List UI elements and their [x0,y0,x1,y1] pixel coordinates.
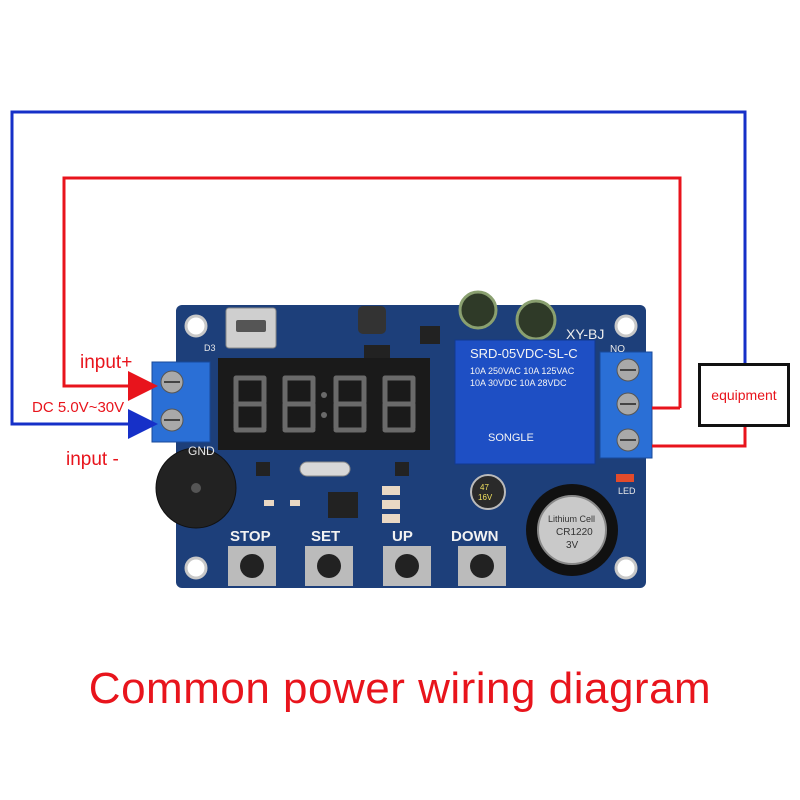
battery-model: CR1220 [556,527,593,538]
button-label-up: UP [392,528,413,545]
crystal [299,461,351,477]
capacitor-value: 47 [480,483,489,492]
relay [454,339,596,465]
battery-voltage: 3V [566,540,579,551]
no-label: NO [610,344,625,355]
relay-brand: SONGLE [488,432,534,444]
mount-hole [614,314,638,338]
wire-negative [10,110,747,439]
capacitor-left [458,290,498,330]
equipment-box: equipment [698,363,790,427]
ic-chip [328,492,358,518]
wire-positive [62,176,682,408]
diagram-title: Common power wiring diagram [88,664,712,713]
battery-type: Lithium Cell [548,514,596,524]
button-label-down: DOWN [451,528,499,545]
relay-rating-2: 10A 30VDC 10A 28VDC [470,378,567,388]
capacitor-voltage: 16V [478,493,493,502]
input-plus-label: input+ [80,352,133,373]
input-terminal-block [151,361,211,443]
button-label-set: SET [311,528,341,545]
display-digits [233,375,416,433]
inductor [358,306,386,334]
mount-hole [614,556,638,580]
button-label-stop: STOP [230,528,271,545]
capacitor-right [515,299,557,341]
coin-battery [537,495,607,565]
board-model: XY-BJ [566,326,605,342]
push-button-up[interactable] [383,546,431,586]
led-label: LED [618,486,636,496]
push-button-set[interactable] [305,546,353,586]
wire-equipment-return [652,427,747,448]
d3-label: D3 [204,343,216,353]
status-led [616,474,634,482]
mount-hole [184,314,208,338]
gnd-label: GND [188,444,215,458]
relay-model: SRD-05VDC-SL-C [470,346,578,361]
relay-rating-1: 10A 250VAC 10A 125VAC [470,366,575,376]
supply-range-label: DC 5.0V~30V [32,399,125,416]
push-button-stop[interactable] [228,546,276,586]
input-minus-label: input - [66,449,119,470]
capacitor-47uf [470,474,506,510]
mount-hole [184,556,208,580]
equipment-label: equipment [711,387,777,403]
push-button-down[interactable] [458,546,506,586]
